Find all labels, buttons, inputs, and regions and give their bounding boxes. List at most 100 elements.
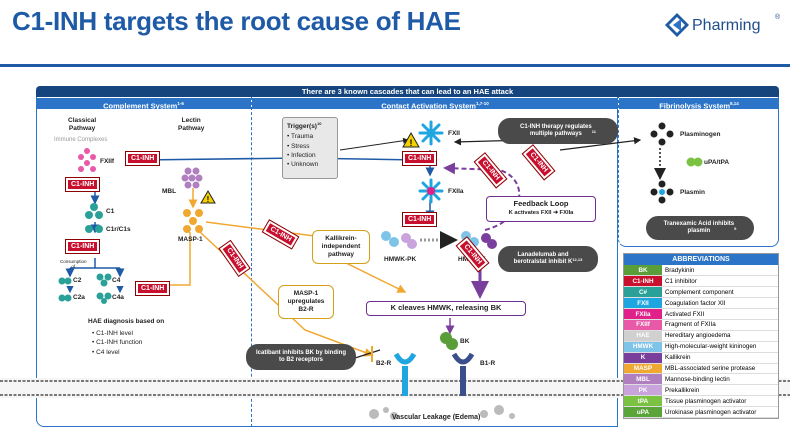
icatibant-note: Icatibant inhibits BK by binding to B2 r… (246, 344, 356, 370)
pharming-logo-icon (665, 13, 689, 37)
page-title: C1-INH targets the root cause of HAE (12, 6, 461, 36)
bk-icon (440, 332, 458, 350)
abbreviation-key: K (624, 352, 662, 364)
logo-reg: ® (775, 14, 781, 21)
c1inh-tag-fxii: C1-INH (401, 151, 438, 166)
c4-label: C4 (112, 277, 121, 284)
c1r-c1s-label: C1r/C1s (106, 226, 131, 233)
therapy-note-text: C1-INH therapy regulates multiple pathwa… (520, 123, 592, 138)
edema-droplets (369, 405, 515, 420)
abbreviation-key: MBL (624, 373, 662, 386)
classical-pathway-label: Classical Pathway (68, 117, 97, 133)
abbreviation-value: Kallikrein (662, 352, 778, 364)
contact-header-label: Contact Activation System (381, 101, 476, 111)
complement-header-sup: 1-6 (177, 101, 184, 106)
c4a-label: C4a (112, 294, 124, 301)
tranexamic-note-sup: 9 (734, 225, 737, 231)
b1r-receptor-icon (451, 352, 475, 396)
masp1-label: MASP-1 (178, 236, 203, 243)
abbreviation-key: C# (624, 286, 662, 299)
hae-diagnosis-item: • C4 level (92, 348, 120, 356)
c4-icon (96, 273, 112, 287)
hae-diagnosis-item: • C1-INH function (92, 339, 143, 347)
abbreviation-key: FXIIa (624, 308, 662, 320)
abbreviation-value: High-molecular-weight kininogen (662, 341, 778, 353)
b2r-label: B2-R (376, 360, 392, 367)
trigger-item-text: Infection (291, 152, 316, 159)
c4a-icon (96, 292, 112, 304)
trigger-item: • Trauma (287, 133, 314, 141)
immune-complexes-label: Immune Complexes (54, 137, 108, 143)
trigger-item-text: Unknown (291, 161, 319, 169)
abbreviation-value: Urokinase plasminogen activator (662, 406, 778, 418)
hae-diagnosis-item-text: C1-INH level (96, 330, 133, 337)
feedback-loop-sub-text: K activates FXII (508, 210, 552, 216)
abbreviations-title: ABBREVIATIONS (624, 254, 778, 265)
fibrinolysis-header-sup: 8,14 (730, 101, 739, 106)
c1inh-tag-fxiia: C1-INH (401, 212, 438, 227)
c1r-c1s-icon (85, 225, 103, 233)
abbreviation-key: PK (624, 384, 662, 397)
plasminogen-label: Plasminogen (680, 131, 721, 138)
abbreviation-key: FXIIf (624, 319, 662, 331)
lanadelumab-note-text: Lanadelumab and berotralstat inhibit K (513, 251, 573, 266)
c2a-label: C2a (73, 294, 85, 301)
c1-label: C1 (106, 208, 115, 215)
abbreviation-row: C#Complement component (624, 286, 778, 299)
feedback-loop-title: Feedback Loop (513, 199, 569, 208)
trigger-item-text: Stress (291, 142, 310, 150)
plasminogen-icon (650, 122, 674, 146)
svg-text:!: ! (410, 138, 413, 148)
c1-icon (85, 203, 103, 219)
cascade-banner: There are 3 known cascades that can lead… (36, 86, 779, 97)
mbl-label: MBL (162, 188, 177, 195)
feedback-loop-box: Feedback Loop K activates FXII ➜ FXIIa (486, 196, 596, 222)
contact-header: Contact Activation System1,7-10 (252, 98, 618, 111)
abbreviation-key: BK (624, 265, 662, 277)
hae-diagnosis-item-text: C4 level (96, 348, 120, 356)
b2r-receptor-icon (393, 352, 417, 396)
hmwk-pk-label: HMWK-PK (384, 256, 417, 263)
complement-header-label: Complement System (103, 101, 178, 111)
fibrinolysis-header: Fibrinolysis System8,14 (619, 98, 779, 111)
fibrinolysis-header-label: Fibrinolysis System (659, 101, 731, 111)
triggers-title: Trigger(s)10 (287, 121, 333, 130)
abbreviation-value: Activated FXII (662, 308, 778, 320)
triggers-list: • Trauma • Stress • Infection • Unknown (287, 132, 333, 170)
c2-label: C2 (73, 277, 82, 284)
fxiia-label: FXIIa (448, 188, 464, 195)
triggers-box: Trigger(s)10 • Trauma • Stress • Infecti… (282, 117, 338, 179)
abbreviation-value: Mannose-binding lectin (662, 373, 778, 386)
trigger-item: • Infection (287, 152, 316, 159)
abbreviation-key: HAE (624, 330, 662, 342)
kallikrein-independent-box: Kallikrein- independent pathway (312, 230, 370, 264)
lectin-pathway-label: Lectin Pathway (178, 117, 205, 133)
abbreviation-value: Prekallikrein (662, 384, 778, 397)
abbreviation-value: Fragment of FXIIa (662, 319, 778, 331)
mbl-warning-icon: ! (200, 190, 216, 204)
plasmin-label: Plasmin (680, 189, 705, 196)
abbreviation-value: Coagulation factor XII (662, 297, 778, 310)
bk-label: BK (460, 338, 470, 345)
k-cleaves-box: K cleaves HMWK, releasing BK (366, 301, 526, 316)
triggers-title-text: Trigger(s) (287, 123, 317, 131)
abbreviation-key: C1-INH (624, 275, 662, 288)
abbreviation-key: MASP (624, 363, 662, 375)
abbreviation-key: HMWK (624, 341, 662, 353)
upa-tpa-label: uPA/tPA (704, 159, 730, 166)
fxiif-label: FXIIf (100, 158, 115, 165)
feedback-loop-sub: K activates FXII ➜ FXIIa (508, 210, 574, 216)
c2a-icon (58, 294, 72, 302)
complement-header: Complement System1-6 (36, 98, 251, 111)
trigger-item: • Stress (287, 142, 310, 150)
masp1-upregulates-box: MASP-1 upregulates B2-R (278, 285, 334, 319)
feedback-loop-target: FXIIa (559, 210, 574, 216)
c1inh-tag-c4: C1-INH (134, 281, 171, 296)
